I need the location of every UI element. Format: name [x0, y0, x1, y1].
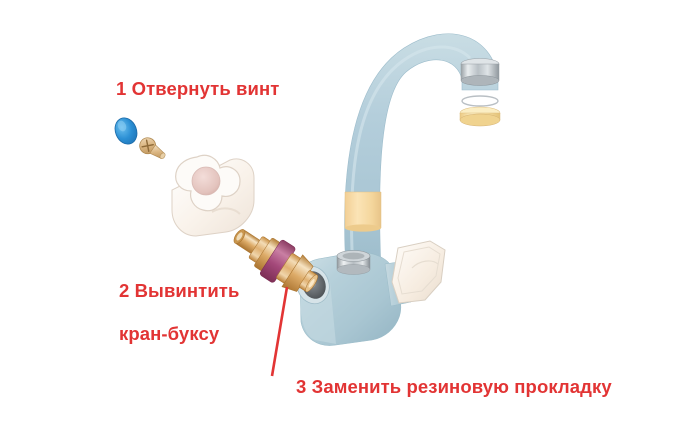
spout-base-collar	[344, 191, 382, 229]
lever-crease	[411, 260, 439, 269]
screw-tip	[159, 152, 166, 160]
blue-cap-highlight	[117, 120, 127, 132]
gasket-bottom	[459, 113, 501, 127]
lever-inner-outline	[397, 246, 441, 295]
step-3-label: 3 Заменить резиновую прокладку	[296, 376, 612, 397]
cartridge-tip-gasket	[308, 279, 315, 288]
spout-highlight	[349, 45, 472, 251]
aerator-group	[460, 58, 500, 86]
step-2-line-1: 2 Вывинтить	[118, 279, 240, 301]
step-2-line-2: кран-буксу	[118, 323, 220, 345]
cartridge-hex-nut	[281, 254, 314, 292]
gasket-group	[459, 106, 501, 127]
cartridge-group	[233, 229, 318, 293]
screw-cross-slot	[141, 139, 154, 153]
step-1-label: 1 Отвернуть винт	[116, 78, 280, 99]
aerator-bottom	[460, 75, 500, 86]
spout-base-bottom	[345, 224, 381, 232]
lever-handle-group	[391, 240, 446, 304]
spout-arc	[344, 33, 499, 271]
pointer-line-step3	[270, 286, 289, 377]
spout-group	[344, 33, 499, 271]
knob-barrel-crease	[211, 207, 241, 215]
body-top-cap-inner	[342, 252, 365, 260]
cartridge-stem-hole	[236, 232, 243, 241]
step-2-label: 2 Вывинтить кран-буксу	[98, 258, 239, 367]
knob-center-hole	[191, 166, 221, 196]
knob-handle-group	[171, 154, 255, 237]
lever-body	[391, 240, 446, 304]
screw-group	[139, 137, 166, 160]
blue-index-cap	[114, 117, 138, 145]
body-cap-bottom	[336, 264, 371, 275]
ring-washer	[461, 95, 499, 107]
